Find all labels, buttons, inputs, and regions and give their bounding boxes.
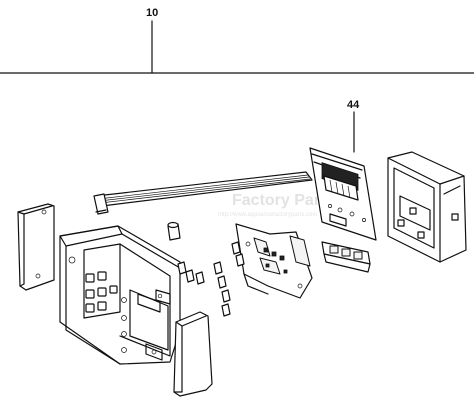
clip-parts [177,241,245,317]
right-end-cap [173,311,213,397]
button-keypad [321,241,371,273]
ribbon-cable [93,171,313,215]
watermark-brand: Factory Parts [232,192,334,209]
display-circuit-board [309,147,377,241]
knob-part [167,221,181,241]
callout-label-10[interactable]: 10 [146,7,158,19]
watermark-url: http://www.appliancefactoryparts.com [218,212,317,218]
left-end-cap [17,203,55,291]
callout-label-44[interactable]: 44 [347,99,360,111]
rear-cover [387,151,467,263]
main-control-board [235,223,313,299]
callout-leader-10 [0,20,474,74]
control-housing [59,225,181,365]
